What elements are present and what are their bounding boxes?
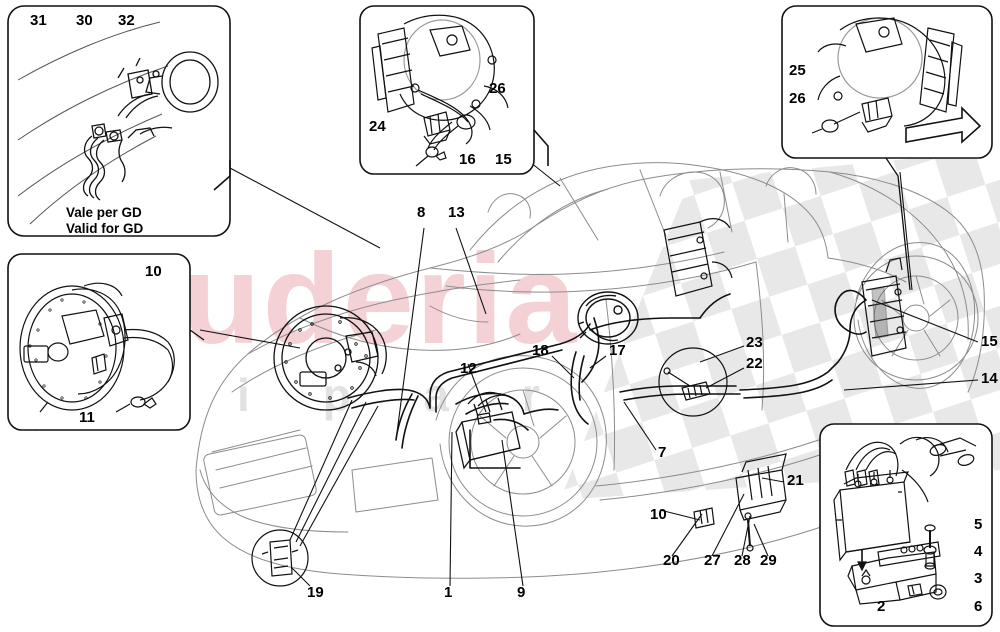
label-15-top-center: 15: [495, 151, 512, 168]
label-32: 32: [118, 12, 135, 29]
label-26-top-center: 26: [489, 80, 506, 97]
label-10-main: 10: [650, 506, 667, 523]
note-gd-it: Vale per GD: [66, 205, 142, 220]
label-18: 18: [532, 342, 549, 359]
label-28: 28: [734, 552, 751, 569]
label-27: 27: [704, 552, 721, 569]
label-17: 17: [609, 342, 626, 359]
label-2: 2: [877, 598, 886, 615]
front-right-caliper: [663, 218, 733, 297]
label-16: 16: [459, 151, 476, 168]
label-6: 6: [974, 598, 983, 615]
label-14: 14: [981, 370, 998, 387]
label-24: 24: [369, 118, 386, 135]
label-7: 7: [658, 444, 667, 461]
label-22: 22: [746, 355, 763, 372]
label-20: 20: [663, 552, 680, 569]
label-23: 23: [746, 334, 763, 351]
label-19: 19: [307, 584, 324, 601]
label-5: 5: [974, 516, 983, 533]
abs-hydraulic-unit: [455, 391, 521, 470]
label-9: 9: [517, 584, 526, 601]
label-15-main: 15: [981, 333, 998, 350]
label-21: 21: [787, 472, 804, 489]
detail-circle-connector: [658, 347, 728, 417]
label-1: 1: [444, 584, 453, 601]
label-13: 13: [448, 204, 465, 221]
detail-circle-clip: [251, 529, 309, 587]
rear-brake-caliper: [861, 257, 907, 357]
label-31: 31: [30, 12, 47, 29]
front-brake-disc-assembly: [273, 305, 387, 411]
label-11: 11: [79, 409, 95, 426]
note-gd-en: Valid for GD: [66, 221, 144, 236]
label-29: 29: [760, 552, 777, 569]
label-4: 4: [974, 543, 983, 560]
brake-servo: [577, 291, 639, 345]
label-30: 30: [76, 12, 93, 29]
label-8: 8: [417, 204, 426, 221]
label-25: 25: [789, 62, 806, 79]
label-3: 3: [974, 570, 983, 587]
label-12: 12: [460, 360, 477, 377]
label-10-mid-left: 10: [145, 263, 162, 280]
label-26-top-right: 26: [789, 90, 806, 107]
